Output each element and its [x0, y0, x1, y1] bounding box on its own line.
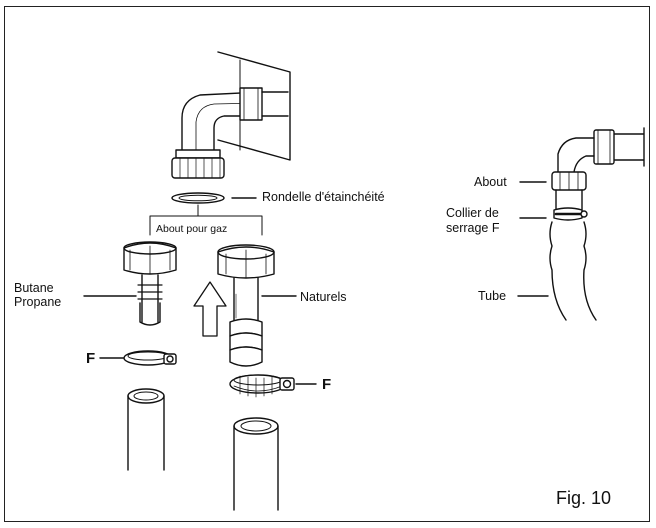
- left-hose-clamp: [99, 350, 177, 366]
- label-butane: Butane: [14, 281, 54, 295]
- figure-caption: Fig. 10: [556, 488, 612, 508]
- label-naturels: Naturels: [300, 290, 347, 304]
- label-clamp-left: F: [86, 350, 96, 367]
- right-hose: [233, 417, 279, 511]
- elbow-pipe: [171, 87, 289, 179]
- about-pour-gaz-bracket: [149, 204, 263, 236]
- assembled-connection: [517, 127, 645, 321]
- label-propane: Propane: [14, 295, 62, 309]
- sealing-washer: [171, 192, 257, 204]
- upward-arrow: [193, 281, 227, 337]
- butane-adapter: [83, 241, 177, 326]
- right-hose-clamp: [229, 374, 317, 398]
- figure-frame: [4, 6, 650, 522]
- label-collier-line1: Collier de: [446, 206, 499, 220]
- label-about-pour-gaz: About pour gaz: [156, 223, 228, 235]
- label-rondelle: Rondelle d'étainchéité: [262, 190, 385, 204]
- label-tube: Tube: [478, 289, 507, 303]
- left-hose: [127, 388, 165, 471]
- label-about: About: [474, 175, 507, 189]
- label-collier-line2: serrage F: [446, 221, 500, 235]
- label-clamp-right: F: [322, 376, 332, 393]
- naturels-adapter: [217, 244, 297, 367]
